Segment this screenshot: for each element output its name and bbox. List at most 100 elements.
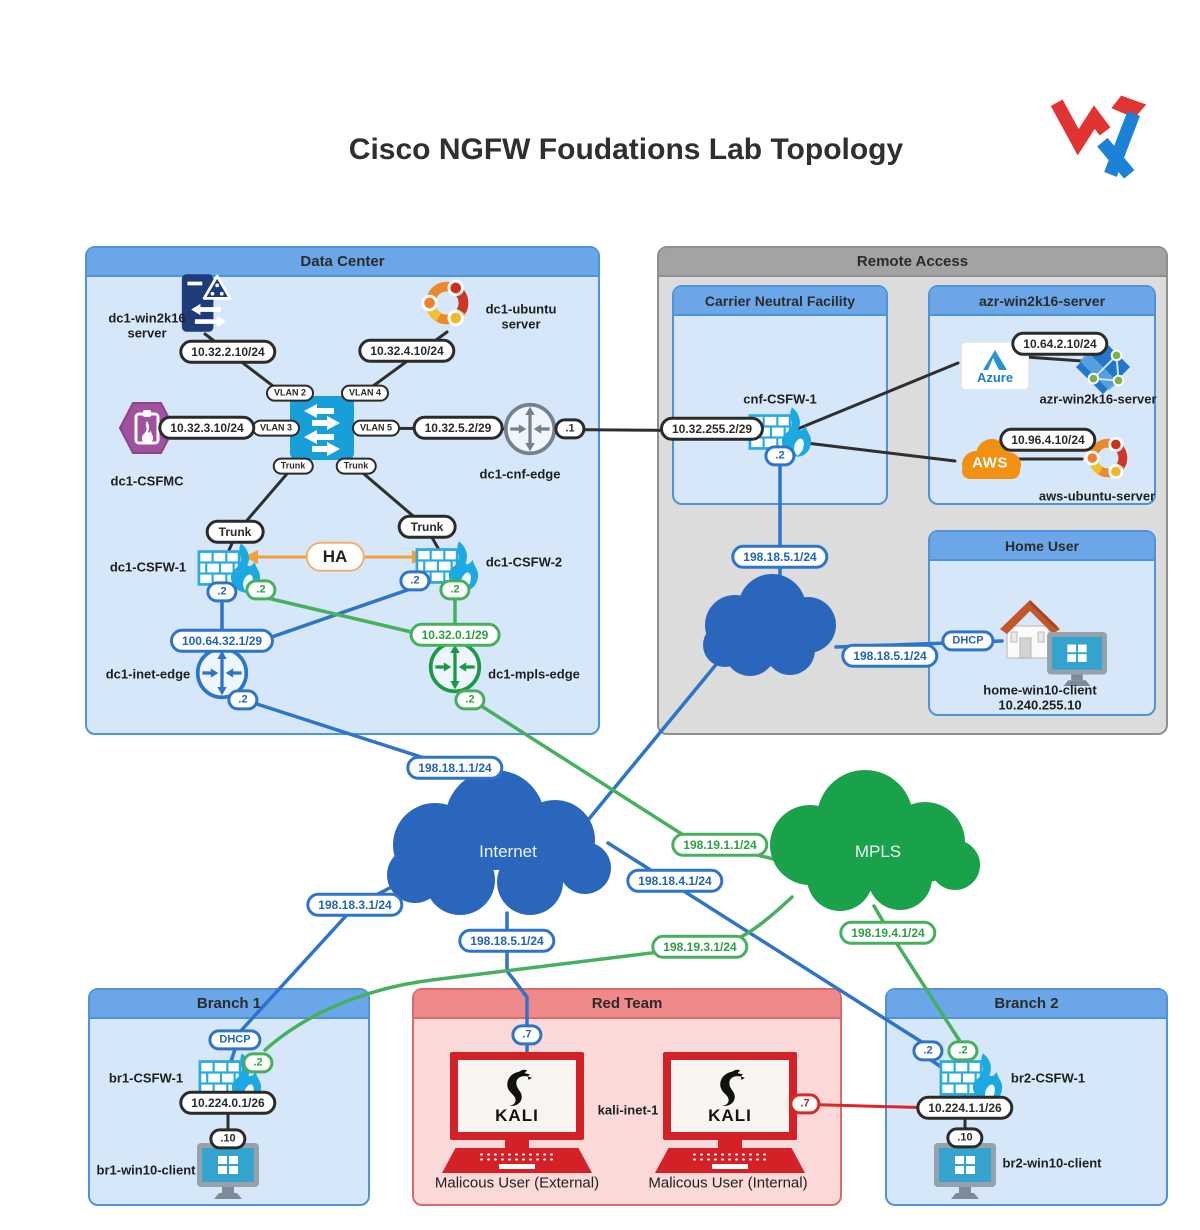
ip-label: 10.32.3.10/24 <box>158 415 256 441</box>
vlan5-label: VLAN 5 <box>351 419 401 437</box>
dot1-badge: .1 <box>554 418 586 440</box>
azure-vm-icon <box>1075 339 1131 395</box>
wan-ip-label: 198.19.4.1/24 <box>839 920 937 946</box>
ip-label: 10.32.5.2/29 <box>412 415 504 441</box>
kali-hinge <box>718 1140 742 1148</box>
wan-ip-label: 198.18.5.1/24 <box>841 643 939 669</box>
cnf-edge-label: dc1-cnf-edge <box>479 466 561 482</box>
datacenter-box: Data Center <box>85 246 600 735</box>
dot2-badge: .2 <box>399 570 431 592</box>
dhcp-badge: DHCP <box>208 1029 262 1051</box>
kali-wordmark: KALI <box>495 1105 539 1125</box>
br1-client-label: br1-win10-client <box>96 1162 196 1178</box>
ip-label: 10.224.1.1/26 <box>916 1095 1014 1121</box>
mpls-edge-router-icon <box>427 639 483 695</box>
mpls-edge-label: dc1-mpls-edge <box>488 666 580 682</box>
wan-ip-label: 198.18.5.1/24 <box>458 928 556 954</box>
remote-access-title: Remote Access <box>659 248 1166 277</box>
br2-client-label: br2-win10-client <box>1002 1155 1102 1171</box>
kali-screen: KALI <box>450 1052 584 1140</box>
azr-vm-label: azr-win2k16-server <box>1039 391 1157 407</box>
internet-cloud-label: Internet <box>479 842 537 861</box>
br2-monitor-icon <box>933 1142 997 1200</box>
kali-inet-label: kali-inet-1 <box>597 1102 659 1118</box>
csfw2-label: dc1-CSFW-2 <box>485 554 563 570</box>
dot10-badge: .10 <box>946 1127 984 1149</box>
dot2-badge: .2 <box>206 581 238 603</box>
wan-ip-label: 198.18.3.1/24 <box>306 892 404 918</box>
dhcp-badge: DHCP <box>941 630 995 652</box>
branch2-title: Branch 2 <box>887 990 1166 1019</box>
azr-title: azr-win2k16-server <box>930 287 1154 316</box>
wan-ip-label: 198.18.4.1/24 <box>626 868 724 894</box>
kali-keyboard <box>442 1148 592 1173</box>
ha-label: HA <box>305 541 365 573</box>
br1-fw-label: br1-CSFW-1 <box>108 1070 184 1086</box>
malicious-internal-caption: Malicous User (Internal) <box>648 1174 808 1192</box>
kali-laptop-internal: KALI <box>655 1052 805 1173</box>
home-win10-monitor-icon <box>1046 631 1108 687</box>
dot2-badge: .2 <box>764 445 796 467</box>
dot2-badge: .2 <box>912 1040 944 1062</box>
kali-dragon-icon <box>500 1069 534 1107</box>
cnf-csfw1-label: cnf-CSFW-1 <box>743 391 817 407</box>
wan-ip-label: 198.19.1.1/24 <box>671 832 769 858</box>
dot2-badge: .2 <box>245 579 277 601</box>
datacenter-title: Data Center <box>87 248 598 277</box>
aws-ubuntu-label: aws-ubuntu-server <box>1038 488 1156 504</box>
home-user-title: Home User <box>930 532 1154 561</box>
kali-wordmark: KALI <box>708 1105 752 1125</box>
dot10-badge: .10 <box>209 1128 247 1150</box>
wwt-logo-icon <box>1050 95 1147 178</box>
ip-label: 10.64.2.10/24 <box>1011 331 1109 357</box>
ip-label: 10.224.0.1/26 <box>179 1090 277 1116</box>
trunk-label: Trunk <box>272 457 314 475</box>
vlan2-label: VLAN 2 <box>265 384 315 402</box>
azure-label: Azure <box>976 369 1014 385</box>
malicious-external-caption: Malicous User (External) <box>434 1174 600 1192</box>
vlan3-label: VLAN 3 <box>251 419 301 437</box>
kali-screen: KALI <box>663 1052 797 1140</box>
cnf-edge-router-icon <box>502 401 558 457</box>
trunk-label: Trunk <box>205 519 265 545</box>
kali-laptop-external: KALI <box>442 1052 592 1173</box>
ip-label: 10.32.2.10/24 <box>179 339 277 365</box>
inet-edge-label: dc1-inet-edge <box>105 666 191 682</box>
win2k16-server-icon <box>180 271 232 335</box>
mpls-cloud-label: MPLS <box>854 842 902 861</box>
trunk-label: Trunk <box>335 457 377 475</box>
ubuntu-icon <box>416 272 478 334</box>
cnf-title: Carrier Neutral Facility <box>674 287 886 316</box>
page-title: Cisco NGFW Foudations Lab Topology <box>348 133 904 166</box>
kali-keyboard <box>655 1148 805 1173</box>
dot2-badge: .2 <box>242 1052 274 1074</box>
wan-ip-label: 198.19.3.1/24 <box>651 934 749 960</box>
house-icon <box>1000 600 1060 659</box>
dot2-badge: .2 <box>454 689 486 711</box>
wan-ip-label: 198.18.5.1/24 <box>731 544 829 570</box>
dot2-badge: .2 <box>439 579 471 601</box>
redteam-title: Red Team <box>414 990 840 1019</box>
subnet-label: 100.64.32.1/29 <box>169 628 275 654</box>
dot2-badge: .2 <box>227 689 259 711</box>
wan-ip-label: 198.18.1.1/24 <box>406 755 504 781</box>
br1-monitor-icon <box>196 1142 260 1200</box>
dot7-badge: .7 <box>511 1024 543 1046</box>
kali-dragon-icon <box>713 1069 747 1107</box>
ip-label: 10.96.4.10/24 <box>999 427 1097 453</box>
mpls-cloud <box>770 770 980 911</box>
ip-label: 10.32.4.10/24 <box>358 338 456 364</box>
azure-triangle-icon <box>983 349 1007 370</box>
csfw1-label: dc1-CSFW-1 <box>109 559 187 575</box>
kali-hinge <box>505 1140 529 1148</box>
dot2-badge: .2 <box>947 1040 979 1062</box>
ip-label: 10.32.255.2/29 <box>659 416 765 442</box>
subnet-label: 10.32.0.1/29 <box>409 622 501 648</box>
dot7-badge: .7 <box>789 1093 821 1115</box>
vlan4-label: VLAN 4 <box>340 384 390 402</box>
br2-fw-label: br2-CSFW-1 <box>1010 1070 1086 1086</box>
